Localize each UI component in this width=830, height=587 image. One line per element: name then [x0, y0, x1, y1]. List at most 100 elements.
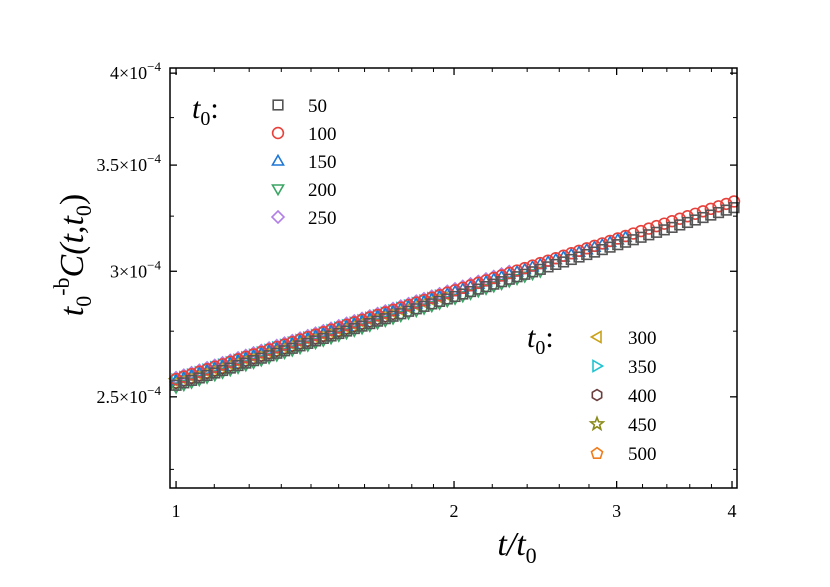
svg-text:t/t0: t/t0 — [497, 526, 536, 568]
data-point — [464, 285, 477, 298]
data-point — [596, 243, 608, 256]
data-point — [240, 357, 252, 369]
data-point — [550, 258, 562, 270]
data-point — [200, 363, 214, 376]
legend-marker-300 — [589, 330, 602, 344]
data-point — [317, 326, 330, 339]
y-tick-label: 4×10−4 — [110, 59, 161, 83]
data-point — [410, 303, 422, 315]
data-point — [247, 348, 260, 361]
data-point — [619, 236, 632, 248]
data-point — [216, 364, 229, 377]
data-point — [526, 259, 539, 272]
data-point — [247, 355, 260, 367]
data-point — [580, 242, 593, 255]
data-point — [394, 301, 407, 314]
data-point — [193, 372, 205, 384]
data-point — [386, 303, 400, 317]
data-point — [526, 266, 539, 278]
data-point — [511, 271, 523, 283]
data-point — [627, 227, 640, 240]
data-point — [503, 266, 516, 280]
legend-label-350: 350 — [628, 357, 657, 378]
data-point — [333, 327, 345, 340]
data-point — [604, 241, 616, 253]
data-point — [170, 379, 182, 391]
data-point — [650, 219, 663, 233]
legend-title: t0: — [527, 321, 554, 359]
data-point — [612, 239, 624, 251]
data-point — [488, 278, 500, 290]
data-point — [635, 231, 647, 243]
data-point — [417, 293, 431, 307]
data-point — [286, 335, 299, 349]
legend-label-100: 100 — [308, 124, 337, 145]
data-point — [348, 322, 360, 335]
data-point — [395, 308, 407, 320]
legend-marker-50 — [272, 99, 284, 111]
legend-marker-500 — [590, 446, 604, 459]
data-point — [705, 209, 717, 221]
data-point — [704, 202, 717, 216]
data-point — [658, 224, 670, 236]
legend-marker-200 — [271, 184, 285, 197]
data-point — [557, 256, 570, 268]
data-point — [363, 311, 376, 324]
data-point — [231, 353, 245, 366]
data-point — [503, 273, 515, 285]
data-point — [387, 310, 399, 322]
data-point — [464, 279, 477, 292]
data-point — [325, 330, 337, 342]
data-point — [309, 328, 322, 341]
data-point — [449, 290, 461, 303]
x-tick-label: 1 — [172, 501, 181, 521]
data-point — [712, 206, 725, 219]
data-point — [208, 360, 222, 373]
data-point — [364, 318, 376, 330]
data-point — [332, 321, 345, 334]
data-point — [696, 205, 710, 218]
data-point — [402, 305, 415, 317]
data-point — [371, 308, 384, 322]
data-point — [270, 340, 284, 354]
data-point — [479, 274, 493, 287]
data-point — [697, 211, 709, 224]
legend-marker-450 — [588, 415, 606, 432]
data-point — [340, 325, 353, 337]
data-point — [519, 268, 531, 280]
x-tick-label: 2 — [450, 501, 459, 521]
data-point — [402, 298, 415, 312]
data-point — [518, 261, 531, 275]
data-point — [263, 350, 275, 362]
legend-label-150: 150 — [308, 152, 337, 173]
x-tick-label: 4 — [728, 501, 737, 521]
data-point — [371, 315, 384, 327]
data-point — [642, 222, 655, 235]
data-point — [673, 212, 686, 225]
data-point — [596, 237, 609, 250]
data-point — [557, 249, 570, 262]
data-point — [301, 330, 315, 344]
data-point — [177, 370, 191, 383]
legend-marker-250 — [270, 209, 286, 225]
data-point — [441, 293, 453, 305]
legend-marker-350 — [592, 359, 605, 373]
data-point — [178, 377, 190, 389]
data-point — [216, 358, 229, 371]
legend-label-400: 400 — [628, 386, 657, 407]
data-point — [317, 332, 329, 345]
data-point — [232, 359, 244, 372]
data-point — [456, 281, 469, 295]
data-point — [627, 234, 639, 246]
data-point — [534, 256, 547, 270]
data-point — [262, 343, 276, 356]
svg-text:t0-bC(t,t0): t0-bC(t,t0) — [49, 194, 96, 317]
data-point — [712, 200, 725, 213]
data-point — [658, 217, 671, 230]
data-point — [448, 284, 462, 297]
data-point — [193, 365, 206, 378]
data-point — [185, 367, 198, 381]
data-point — [418, 300, 430, 312]
